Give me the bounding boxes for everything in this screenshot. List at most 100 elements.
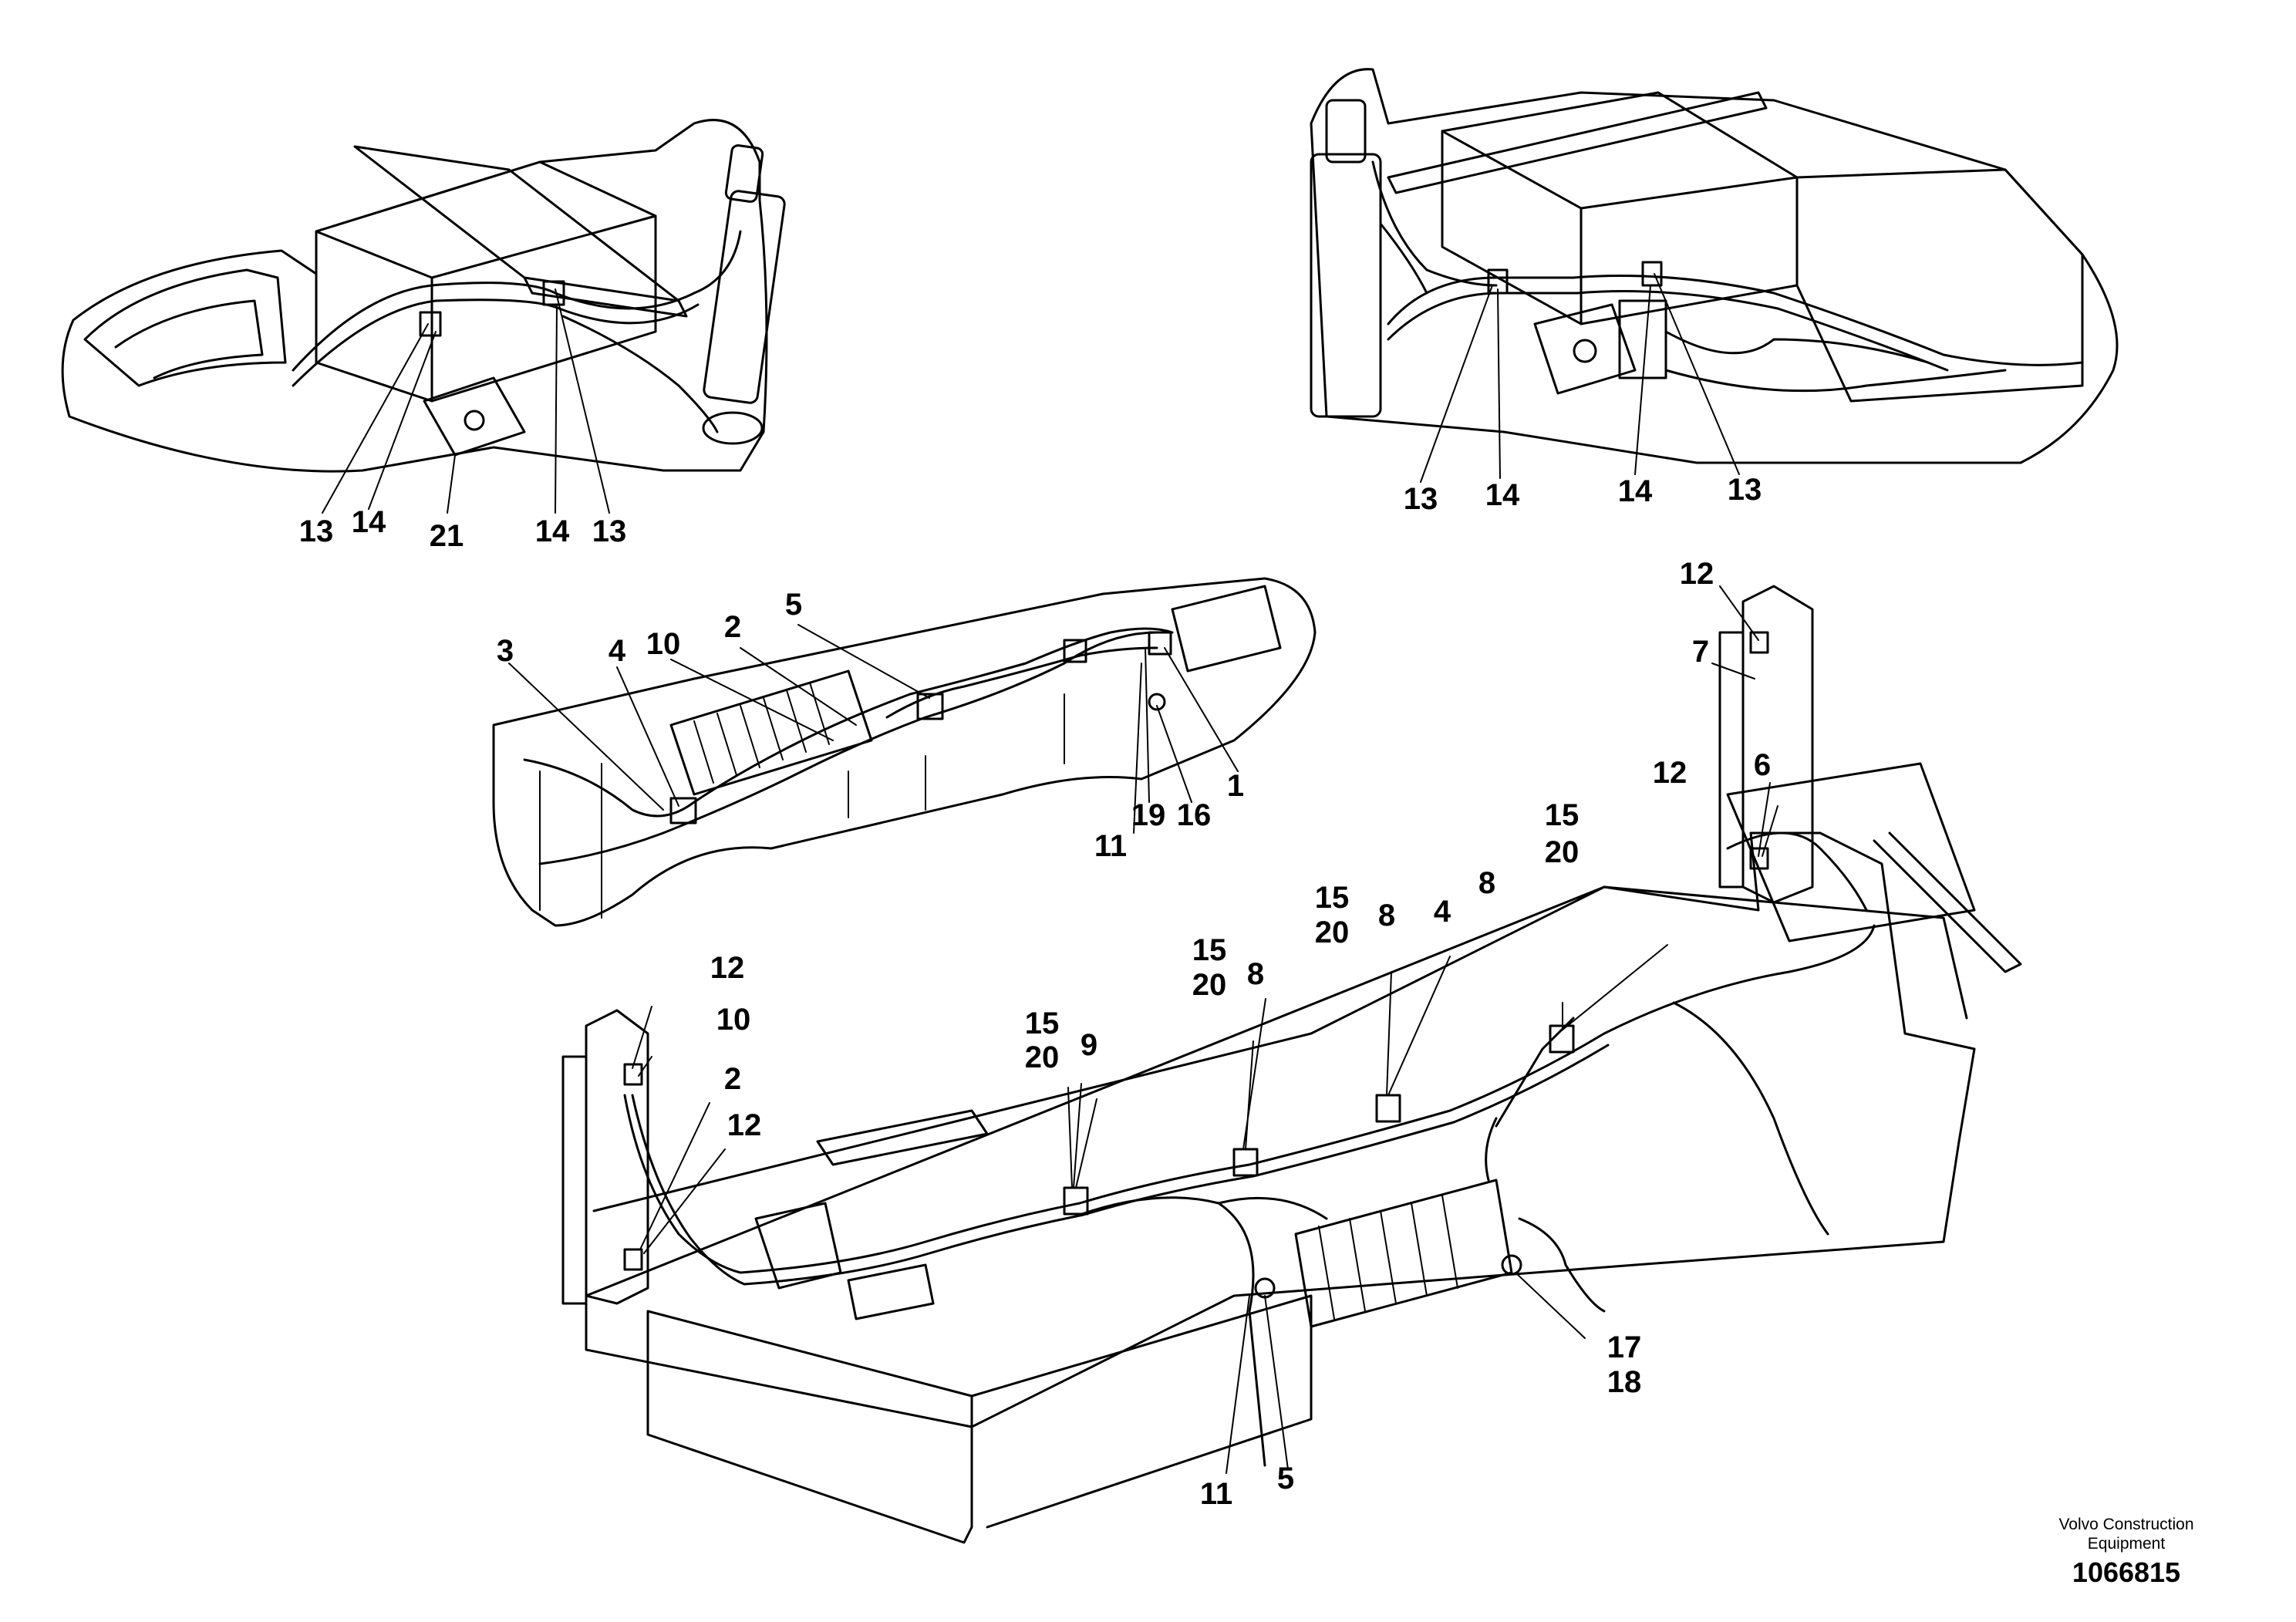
clamp xyxy=(542,280,565,306)
callout-9: 9 xyxy=(1081,1028,1097,1062)
view-middle-detail xyxy=(492,577,1317,927)
main-valve-block xyxy=(1294,1179,1513,1328)
hose xyxy=(561,315,719,433)
cylinder-foot xyxy=(702,411,764,445)
hose xyxy=(1664,330,2007,393)
fitting xyxy=(669,797,697,824)
box-frame xyxy=(1441,91,1799,325)
callout-14: 14 xyxy=(1618,474,1653,508)
leader-lines xyxy=(632,585,1778,1474)
hose xyxy=(1387,290,1949,372)
valve-bank-ribs xyxy=(693,682,830,784)
cylinder-rod xyxy=(1325,99,1367,164)
fitting xyxy=(1063,639,1087,663)
seat-shape xyxy=(83,268,287,387)
hose xyxy=(631,1044,1610,1286)
hose xyxy=(1672,1001,1829,1236)
callout-11: 11 xyxy=(1094,829,1127,863)
callout-8: 8 xyxy=(1247,957,1264,991)
top-plate-edge xyxy=(523,276,688,318)
hose xyxy=(1371,160,1498,287)
left-post xyxy=(585,1009,649,1305)
clamp xyxy=(1232,1148,1259,1177)
brand-line-2: Equipment xyxy=(2087,1535,2166,1553)
callout-16: 16 xyxy=(1177,798,1212,832)
callout-5: 5 xyxy=(1277,1462,1294,1496)
right-plate xyxy=(1726,762,1976,943)
main-valve-ribs xyxy=(1318,1195,1458,1320)
fitting xyxy=(1148,631,1172,656)
bracket-hole xyxy=(464,410,485,431)
callout-17: 17 xyxy=(1607,1330,1642,1364)
leader-lines xyxy=(1420,273,1740,483)
callout-14: 14 xyxy=(1485,478,1520,512)
top-plate xyxy=(1387,91,1768,194)
callout-14: 14 xyxy=(352,505,386,539)
callout-12: 12 xyxy=(1680,557,1714,591)
fitting xyxy=(1148,693,1166,711)
callout-12: 12 xyxy=(1653,756,1687,790)
callout-2: 2 xyxy=(724,610,741,644)
clamp xyxy=(623,1248,643,1271)
frame-slot xyxy=(816,1109,989,1166)
frame-top-edge xyxy=(592,885,1968,1212)
view-top-right xyxy=(1310,68,2119,483)
hose xyxy=(1217,1196,1328,1220)
brand-line-1: Volvo Construction xyxy=(2058,1516,2194,1533)
left-post-cylinder xyxy=(561,1055,588,1305)
view-main-assembly xyxy=(561,585,2022,1544)
hose xyxy=(538,631,1158,865)
frame-outline xyxy=(585,831,1976,1428)
callout-4: 4 xyxy=(609,634,626,668)
box-frame xyxy=(315,160,657,403)
callout-13: 13 xyxy=(1404,482,1438,516)
callout-1: 1 xyxy=(1227,769,1244,803)
hose xyxy=(1485,1017,1575,1182)
callout-15: 15 xyxy=(1545,798,1580,832)
callout-13: 13 xyxy=(299,514,334,548)
left-valve xyxy=(847,1263,935,1320)
callout-20: 20 xyxy=(1315,916,1350,949)
hose xyxy=(292,298,700,387)
hose xyxy=(1379,222,2084,366)
chassis-outline xyxy=(1310,68,2119,464)
callout-19: 19 xyxy=(1131,798,1166,832)
callout-13: 13 xyxy=(592,514,627,548)
callout-8: 8 xyxy=(1378,899,1395,932)
callout-15: 15 xyxy=(1315,881,1350,915)
callout-11: 11 xyxy=(1200,1477,1232,1511)
valve-bank xyxy=(669,669,873,796)
callout-10: 10 xyxy=(646,627,681,661)
leader-lines xyxy=(322,288,610,514)
valve-hole xyxy=(1573,339,1597,363)
clamp xyxy=(1641,261,1663,287)
callout-14: 14 xyxy=(535,514,570,548)
seat-inner xyxy=(114,299,264,379)
callout-5: 5 xyxy=(785,588,802,622)
callout-7: 7 xyxy=(1692,635,1709,669)
callout-3: 3 xyxy=(497,634,514,668)
fitting xyxy=(916,693,944,720)
document-number: 1066815 xyxy=(2072,1556,2181,1588)
cylinder-body xyxy=(703,190,786,404)
detail-outline xyxy=(492,577,1317,927)
callout-21: 21 xyxy=(430,519,464,553)
callout-20: 20 xyxy=(1025,1040,1060,1074)
view-top-left xyxy=(61,119,786,514)
callout-20: 20 xyxy=(1192,968,1227,1002)
callout-4: 4 xyxy=(1434,895,1451,929)
clamp xyxy=(1375,1094,1401,1123)
callout-2: 2 xyxy=(724,1062,741,1096)
brand-label: Volvo Construction Equipment xyxy=(2011,1515,2242,1553)
fitting xyxy=(1501,1254,1522,1276)
diagonal-brace xyxy=(1873,831,2022,973)
callout-15: 15 xyxy=(1025,1007,1060,1040)
chassis-outline xyxy=(61,119,768,473)
right-frame xyxy=(1795,168,2084,403)
manifold-block xyxy=(1171,585,1282,673)
hose xyxy=(1078,1196,1266,1467)
frame-bottom xyxy=(646,1310,973,1544)
box-inner xyxy=(315,214,657,403)
box-inner xyxy=(1441,130,1799,325)
